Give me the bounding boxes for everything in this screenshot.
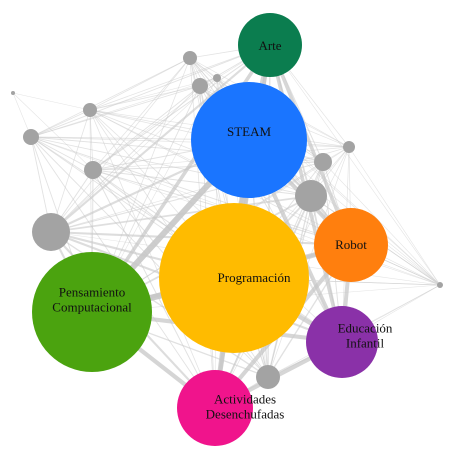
- minor-node: [11, 91, 15, 95]
- edge: [12, 92, 91, 111]
- edge: [267, 146, 350, 378]
- minor-nodes: [11, 51, 443, 389]
- minor-node: [437, 282, 443, 288]
- edge: [50, 109, 91, 233]
- edge: [92, 44, 271, 171]
- node-pensamiento-circle: [32, 252, 152, 372]
- minor-node: [213, 74, 221, 82]
- node-programacion-circle: [159, 203, 309, 353]
- node-steam: STEAM: [191, 82, 307, 198]
- edge: [322, 161, 441, 286]
- node-steam-label: STEAM: [227, 124, 272, 139]
- edge: [92, 57, 191, 171]
- minor-node: [192, 78, 208, 94]
- node-arte-circle: [238, 13, 302, 77]
- edge: [30, 77, 218, 138]
- node-steam-circle: [191, 82, 307, 198]
- node-robot-circle: [314, 208, 388, 282]
- node-actividades-label: Actividades: [214, 392, 276, 407]
- node-pensamiento-label: Pensamiento: [59, 285, 125, 300]
- edge: [30, 109, 91, 138]
- edge: [269, 44, 441, 286]
- edge: [50, 77, 218, 233]
- minor-node: [183, 51, 197, 65]
- edge: [89, 109, 216, 409]
- node-robot: Robot: [314, 208, 388, 282]
- edge: [30, 44, 271, 138]
- node-actividades-label: Desenchufadas: [206, 407, 285, 422]
- node-educacion-circle: [306, 306, 378, 378]
- edge: [92, 85, 201, 171]
- node-arte: Arte: [238, 13, 302, 77]
- minor-node: [83, 103, 97, 117]
- node-programacion-label: Programación: [218, 270, 291, 285]
- edge: [30, 136, 94, 171]
- edge: [50, 195, 312, 233]
- minor-node: [295, 180, 327, 212]
- node-arte-label: Arte: [258, 38, 281, 53]
- edge: [12, 92, 94, 171]
- node-robot-label: Robot: [335, 237, 367, 252]
- node-programacion: Programación: [159, 203, 309, 353]
- minor-node: [32, 213, 70, 251]
- edge: [92, 169, 216, 409]
- minor-node: [343, 141, 355, 153]
- minor-node: [84, 161, 102, 179]
- minor-node: [23, 129, 39, 145]
- minor-node: [314, 153, 332, 171]
- edge: [89, 109, 94, 171]
- main-nodes: ArteSTEAMRobotProgramaciónPensamientoCom…: [32, 13, 393, 446]
- edge: [30, 57, 191, 138]
- edge: [50, 85, 201, 233]
- node-pensamiento-label: Computacional: [52, 300, 132, 315]
- node-actividades-circle: [177, 370, 253, 446]
- node-educacion-label: Infantil: [346, 336, 385, 351]
- edge: [348, 146, 441, 286]
- minor-node: [256, 365, 280, 389]
- edge: [89, 85, 201, 111]
- edge: [30, 85, 201, 138]
- node-educacion-label: Educación: [338, 321, 393, 336]
